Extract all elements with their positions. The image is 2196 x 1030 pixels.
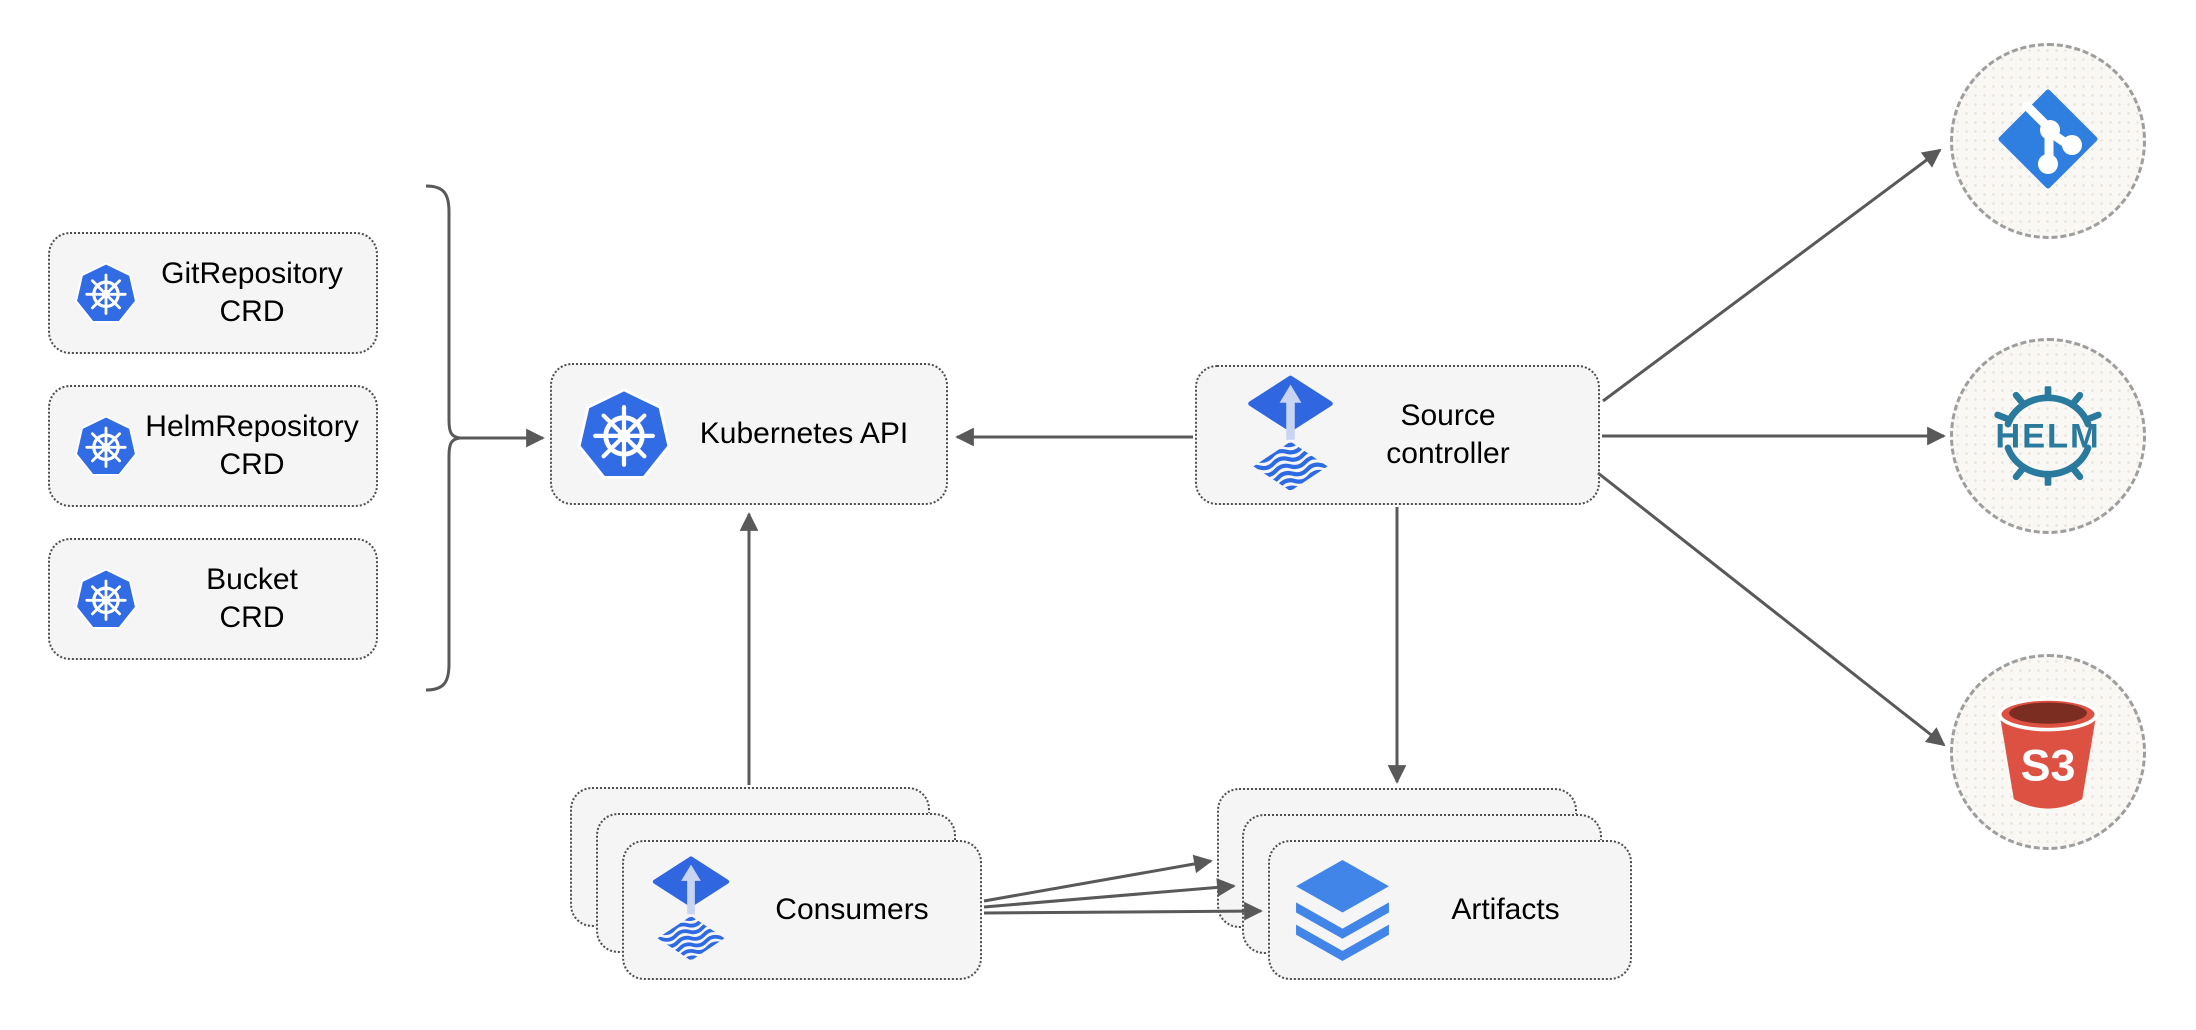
node-artifacts: Artifacts	[1268, 840, 1632, 980]
kubernetes-icon	[576, 386, 672, 482]
node-consumers: Consumers	[622, 840, 982, 980]
gitrepository-crd-title: GitRepository	[161, 257, 343, 290]
consumers-title: Consumers	[775, 893, 929, 926]
node-helmrepository-crd: HelmRepository CRD	[48, 385, 378, 507]
node-label: GitRepository CRD	[138, 255, 366, 331]
node-label: Artifacts	[1391, 891, 1620, 929]
source-controller-title-line1: Source	[1400, 399, 1496, 432]
flux-icon	[648, 856, 734, 964]
kubernetes-icon	[74, 261, 138, 325]
layers-stack-icon	[1294, 858, 1391, 963]
node-label: HelmRepository CRD	[138, 408, 366, 484]
s3-label: S3	[2021, 740, 2076, 790]
node-source-controller: Source controller	[1195, 365, 1600, 505]
source-controller-title-line2: controller	[1386, 437, 1510, 470]
node-helm-source: HELM	[1950, 338, 2146, 534]
bucket-crd-title: Bucket	[206, 563, 298, 596]
node-label: Bucket CRD	[138, 561, 366, 637]
kubernetes-api-title: Kubernetes API	[699, 417, 909, 450]
flux-icon	[1243, 375, 1338, 495]
node-label: Consumers	[734, 891, 970, 929]
bucket-crd-subtitle: CRD	[219, 601, 285, 634]
node-label: Source controller	[1338, 397, 1558, 473]
node-label: Kubernetes API	[672, 415, 936, 453]
edge-source-controller-to-s3	[1597, 471, 1946, 747]
edge-consumers-to-artifacts-1	[983, 854, 1213, 903]
node-git-source	[1950, 43, 2146, 239]
helmrepository-crd-subtitle: CRD	[219, 448, 285, 481]
edge-consumers-to-artifacts-2	[983, 878, 1236, 909]
s3-bucket-icon: S3	[1989, 686, 2107, 818]
helmrepository-crd-title: HelmRepository	[145, 410, 359, 443]
helm-label: HELM	[1995, 417, 2100, 455]
artifacts-title: Artifacts	[1451, 893, 1560, 926]
crd-group-bracket	[425, 184, 461, 692]
gitrepository-crd-subtitle: CRD	[219, 295, 285, 328]
node-bucket-crd: Bucket CRD	[48, 538, 378, 660]
git-branch-icon	[1998, 89, 2098, 194]
kubernetes-icon	[74, 567, 138, 631]
edge-source-controller-to-git	[1602, 148, 1942, 403]
node-gitrepository-crd: GitRepository CRD	[48, 232, 378, 354]
helm-wheel-icon: HELM	[1981, 386, 2115, 486]
node-s3-source: S3	[1950, 654, 2146, 850]
node-kubernetes-api: Kubernetes API	[550, 363, 948, 505]
kubernetes-icon	[74, 414, 138, 478]
